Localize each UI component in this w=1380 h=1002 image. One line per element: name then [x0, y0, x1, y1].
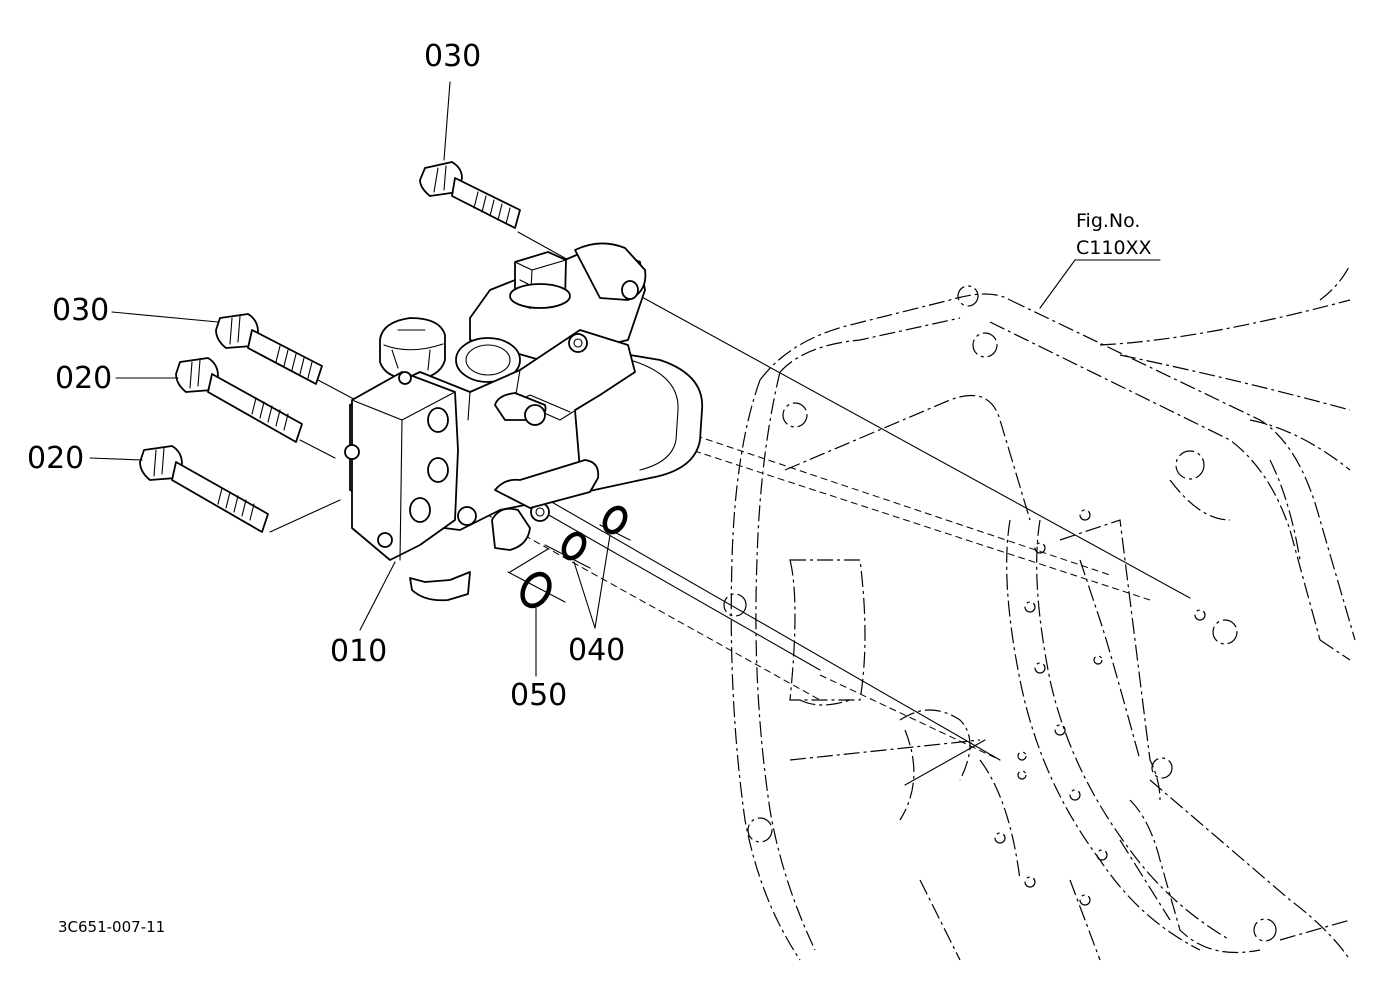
bolt-020-lower	[139, 445, 269, 533]
o-ring-040-b	[561, 531, 587, 561]
o-ring-050	[520, 571, 552, 609]
o-ring-040-a	[602, 505, 628, 535]
callout-valve-body: 010	[330, 634, 387, 669]
drawing-code: 3C651-007-11	[58, 918, 165, 936]
callout-labels: 030 030 020 020 010 040 050 Fig.No. C110…	[27, 39, 1152, 936]
bolt-020-middle	[175, 357, 303, 443]
valve-body-010	[344, 242, 703, 602]
o-rings	[520, 505, 628, 609]
bolt-030-left	[215, 313, 323, 385]
figure-reference-line2: C110XX	[1076, 237, 1152, 259]
transmission-housing	[723, 264, 1356, 961]
callout-bolt-middle-left: 020	[55, 361, 112, 396]
figure-reference-line1: Fig.No.	[1076, 210, 1140, 232]
bolt-030-top	[419, 161, 521, 229]
callout-o-rings-small: 040	[568, 633, 625, 668]
callout-bolt-lower-left: 020	[27, 441, 84, 476]
callout-bolt-upper-left: 030	[52, 293, 109, 328]
callout-bolt-top: 030	[424, 39, 481, 74]
leader-lines	[89, 81, 1161, 677]
callout-o-ring-large: 050	[510, 678, 567, 713]
